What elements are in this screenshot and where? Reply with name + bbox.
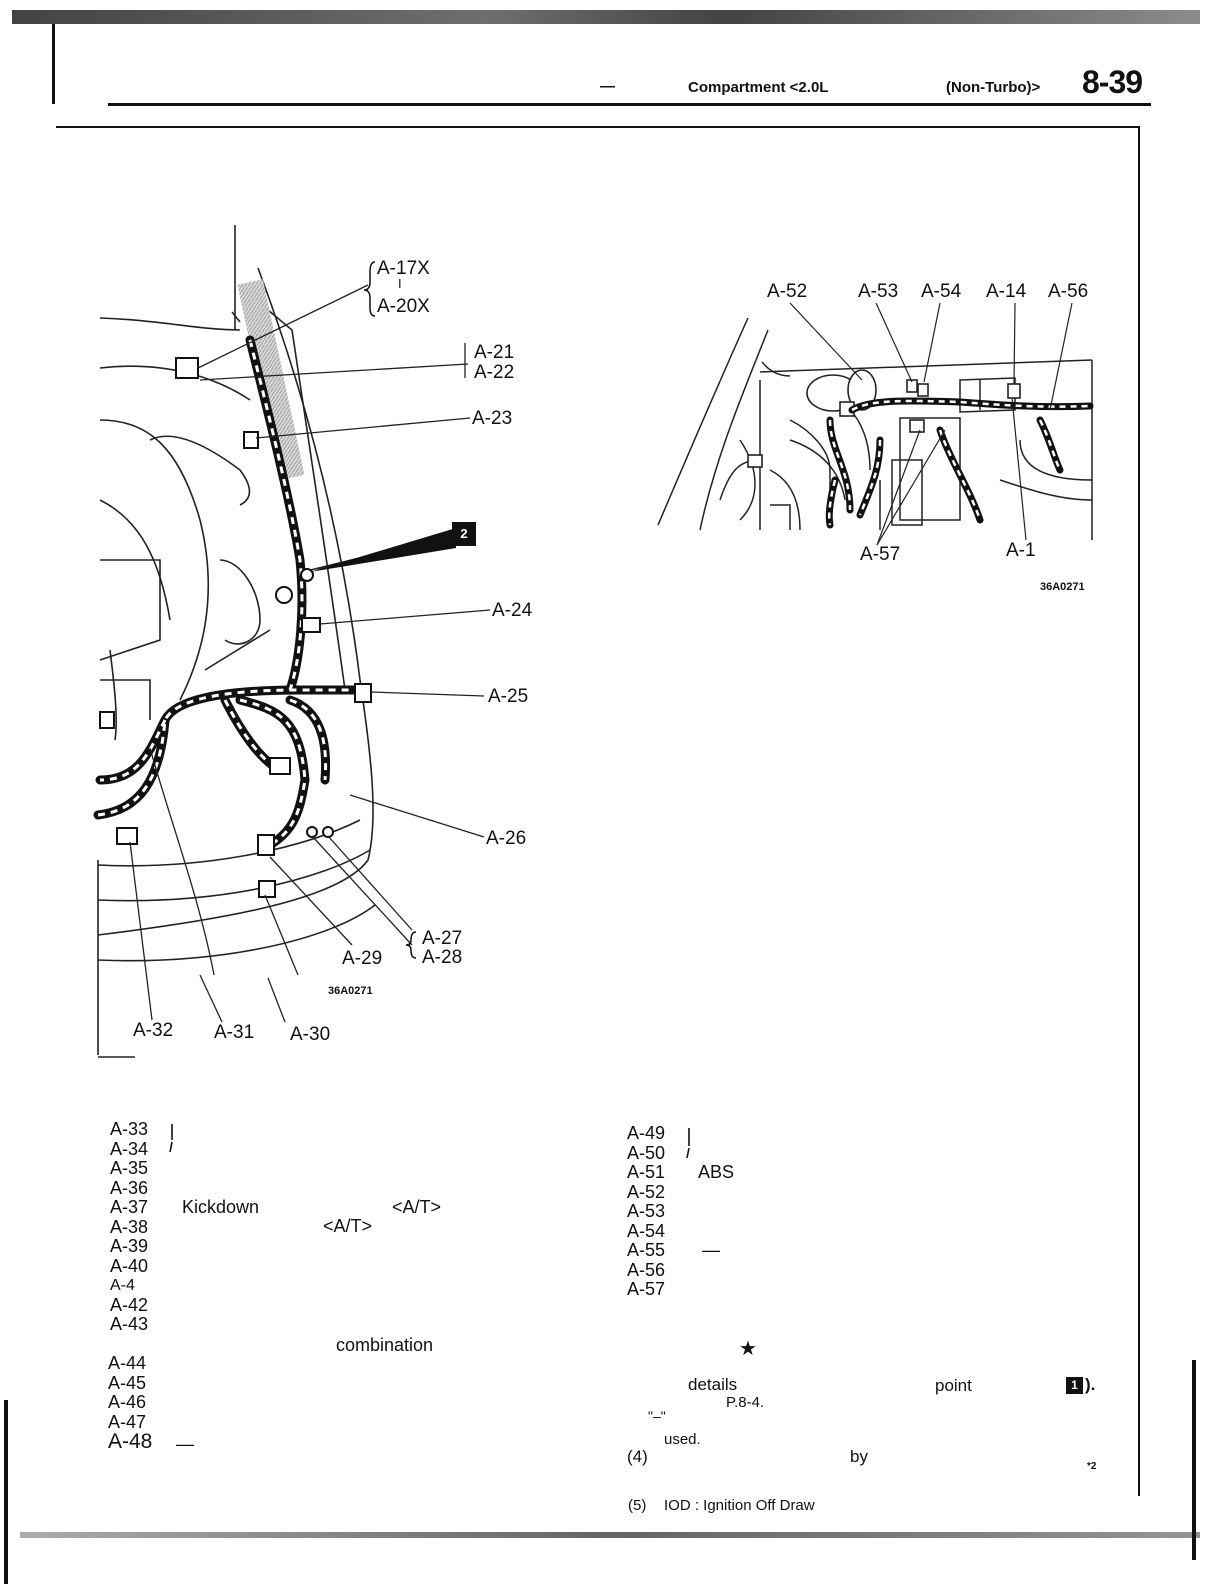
left-connector-list: A-33 A-34 A-35 A-36 A-37 A-38 A-39 A-40 … [110, 1119, 149, 1335]
left-diagram-code: 36A0271 [328, 985, 373, 997]
header-rule [108, 103, 1151, 106]
label-a52: A-52 [767, 281, 808, 302]
label-a31: A-31 [214, 1022, 255, 1043]
right-diagram-code: 36A0271 [1040, 581, 1085, 593]
header-rule-thin [56, 126, 1140, 128]
right-bottom-edge [1192, 1360, 1196, 1560]
note-by: by [850, 1447, 868, 1466]
list-item: A-56 [627, 1259, 666, 1280]
page-number: 8-39 [1082, 64, 1143, 100]
desc-abs: ABS [698, 1162, 735, 1182]
list-item: A-42 [110, 1294, 149, 1315]
star-icon: ★ [739, 1338, 757, 1360]
label-a21: A-21 [474, 342, 515, 363]
note-point: point [935, 1376, 972, 1395]
label-a24: A-24 [492, 600, 533, 621]
label-a25: A-25 [488, 686, 529, 707]
label-a28: A-28 [422, 947, 463, 968]
list-item: A-45 [108, 1372, 147, 1393]
list-item: A-52 [627, 1181, 666, 1202]
label-a14: A-14 [986, 281, 1027, 302]
right-frame-line [1138, 126, 1140, 1496]
label-a32: A-32 [133, 1020, 174, 1041]
header-non-turbo: (Non-Turbo)> [946, 79, 1041, 96]
header-compartment: Compartment <2.0L [688, 79, 829, 96]
list-item: A-35 [110, 1158, 149, 1178]
list-item: A-37 [110, 1197, 149, 1217]
note-quote-dash: "–" [648, 1408, 666, 1424]
desc-dash-a55: — [702, 1240, 720, 1260]
list-item: A-48 [108, 1430, 153, 1453]
note-mark-2: *2 [1087, 1461, 1097, 1472]
list-item: A-36 [110, 1177, 149, 1198]
desc-at-1: <A/T> [392, 1197, 442, 1217]
label-a30: A-30 [290, 1024, 331, 1045]
label-a56: A-56 [1048, 281, 1089, 302]
list-item: A-49 [627, 1123, 666, 1143]
label-a22: A-22 [474, 362, 515, 383]
left-connector-list-2: A-44 A-45 A-46 A-47 A-48 [108, 1353, 153, 1453]
label-a57: A-57 [860, 544, 901, 565]
label-a54: A-54 [921, 281, 962, 302]
note-close-paren: ). [1085, 1375, 1096, 1394]
label-a1: A-1 [1006, 540, 1036, 561]
label-dots1: I [398, 276, 402, 291]
note-used: used. [664, 1431, 701, 1448]
right-connector-list: A-49 A-50 A-51 A-52 A-53 A-54 A-55 A-56 … [627, 1123, 666, 1300]
label-a29: A-29 [342, 948, 383, 969]
label-a23: A-23 [472, 408, 513, 429]
list-item: A-39 [110, 1236, 149, 1256]
note-details: details [688, 1375, 738, 1394]
list-item: A-54 [627, 1220, 666, 1241]
label-a26: A-26 [486, 828, 527, 849]
desc-at-2: <A/T> [323, 1216, 373, 1236]
list-item: A-46 [108, 1392, 147, 1412]
note-4: (4) [627, 1447, 648, 1466]
list-item: A-44 [108, 1353, 147, 1373]
desc-kickdown: Kickdown [182, 1197, 260, 1217]
list-item: A-57 [627, 1279, 666, 1299]
label-a17x: A-17X [377, 258, 430, 279]
note-page-ref: P.8-4. [726, 1394, 765, 1411]
list-item: A-33 [110, 1119, 149, 1139]
list-item: A-4 [110, 1277, 135, 1294]
desc-combination: combination [336, 1335, 434, 1355]
label-a27: A-27 [422, 928, 463, 949]
note-badge-1: 1 [1066, 1377, 1083, 1394]
list-item: A-38 [110, 1216, 149, 1237]
bottom-scan-bar [20, 1532, 1200, 1538]
left-binding-line [52, 24, 55, 104]
callout-badge-2: 2 [460, 526, 468, 541]
desc-dash-a48: — [176, 1434, 194, 1454]
label-a20x: A-20X [377, 296, 430, 317]
list-item: A-40 [110, 1255, 149, 1276]
list-item: A-51 [627, 1162, 666, 1182]
left-bottom-edge [4, 1400, 8, 1584]
note-iod: IOD : Ignition Off Draw [664, 1497, 815, 1514]
list-item: A-53 [627, 1201, 666, 1221]
list-item: A-50 [627, 1142, 666, 1163]
label-a53: A-53 [858, 281, 899, 302]
list-item: A-43 [110, 1314, 149, 1334]
list-item: A-34 [110, 1138, 149, 1159]
top-scan-bar [12, 10, 1200, 24]
header-dash: — [600, 78, 615, 95]
list-item: A-47 [108, 1411, 147, 1432]
list-item: A-55 [627, 1240, 666, 1260]
note-5: (5) [628, 1497, 647, 1514]
